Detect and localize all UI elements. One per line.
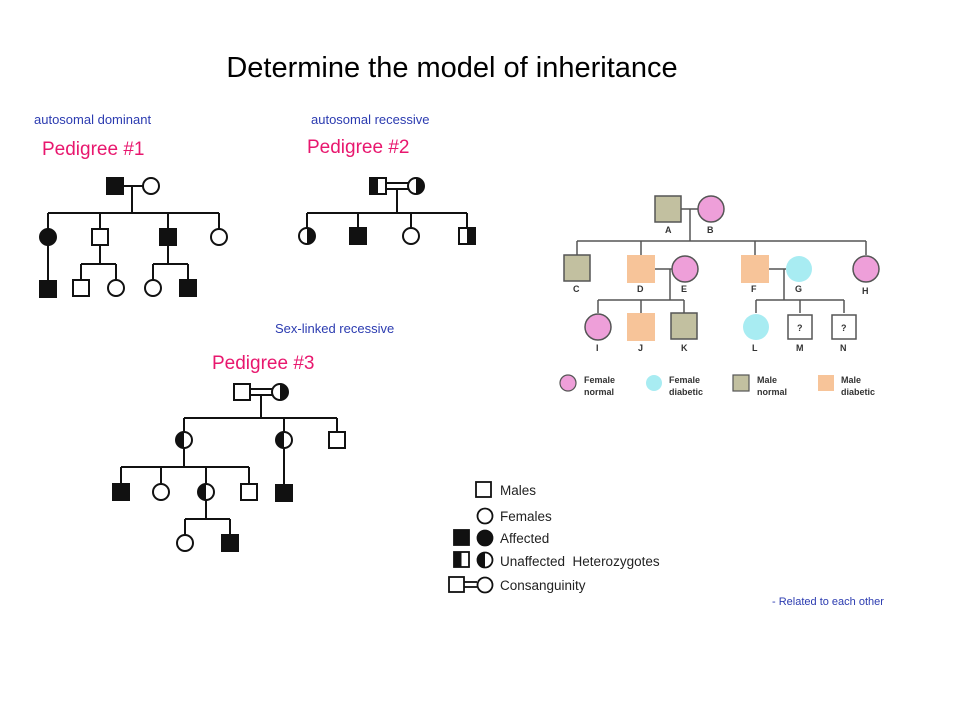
legend-female-normal-line2: normal	[584, 387, 614, 397]
pedigree3-mode: Sex-linked recessive	[275, 321, 395, 336]
pedigree-1	[39, 177, 228, 298]
pedigree1-label: Pedigree #1	[42, 139, 145, 160]
page-title: Determine the model of inheritance	[226, 52, 678, 84]
p3-male-affected	[275, 484, 293, 502]
diabetes-legend: Female normal Female diabetic Male norma…	[559, 374, 875, 397]
label-J: J	[638, 343, 643, 353]
p3-male	[328, 431, 346, 449]
p3-male-affected	[112, 483, 130, 501]
member-B-female-normal	[697, 195, 725, 223]
diabetes-family-tree	[563, 195, 880, 341]
symbol-key	[448, 481, 494, 594]
unknown-mark-N: ?	[841, 323, 847, 333]
p3-female	[152, 483, 170, 501]
member-F-male-diabetic	[741, 255, 769, 283]
member-K-male-normal	[670, 312, 698, 340]
diabetes-tree-labels: A B C D E F G H I J K L M N ? ?	[573, 225, 869, 353]
label-H: H	[862, 286, 869, 296]
legend-male-normal-line2: normal	[757, 387, 787, 397]
p1-male-affected	[159, 228, 177, 246]
member-N-unknown	[831, 314, 857, 340]
label-M: M	[796, 343, 804, 353]
key-consanguinity-female-icon	[476, 576, 494, 594]
p1-male	[91, 228, 109, 246]
pedigree-3	[112, 383, 346, 552]
label-I: I	[596, 343, 599, 353]
member-H-female-normal	[852, 255, 880, 283]
pedigree3-label: Pedigree #3	[212, 353, 315, 374]
member-C-male-normal	[563, 254, 591, 282]
legend-female-diabetic-icon	[646, 375, 662, 391]
legend-male-diabetic-line1: Male	[841, 375, 861, 385]
key-affected-male-icon	[453, 529, 470, 546]
p3-male	[240, 483, 258, 501]
pedigree1-mode: autosomal dominant	[34, 112, 152, 127]
key-consanguinity-male-icon	[448, 576, 465, 593]
pedigree2-mode: autosomal recessive	[311, 112, 430, 127]
unknown-mark-M: ?	[797, 323, 803, 333]
key-heterozygotes-label: Unaffected Heterozygotes	[500, 554, 660, 569]
member-E-female-normal	[671, 255, 699, 283]
legend-male-diabetic-line2: diabetic	[841, 387, 875, 397]
member-J-male-diabetic	[627, 313, 655, 341]
p1-female	[142, 177, 160, 195]
consanguinity-note: - Related to each other	[772, 596, 884, 608]
legend-female-normal-line1: Female	[584, 375, 615, 385]
p1-female-affected	[39, 228, 57, 246]
p1-female	[144, 279, 162, 297]
legend-male-normal-line1: Male	[757, 375, 777, 385]
member-D-male-diabetic	[627, 255, 655, 283]
member-I-female-normal	[584, 313, 612, 341]
key-consanguinity-label: Consanguinity	[500, 578, 586, 593]
p1-male-affected	[106, 177, 124, 195]
legend-male-normal-icon	[732, 374, 750, 392]
symbol-key-labels: Males Females Affected Unaffected Hetero…	[500, 483, 660, 593]
key-males-label: Males	[500, 483, 536, 498]
label-D: D	[637, 284, 644, 294]
member-L-female-diabetic	[743, 314, 769, 340]
label-B: B	[707, 225, 714, 235]
label-E: E	[681, 284, 687, 294]
label-A: A	[665, 225, 672, 235]
pedigree2-label: Pedigree #2	[307, 137, 410, 158]
key-females-label: Females	[500, 509, 552, 524]
legend-female-normal-icon	[559, 374, 577, 392]
p3-female	[176, 534, 194, 552]
label-G: G	[795, 284, 802, 294]
p3-male-affected	[221, 534, 239, 552]
label-C: C	[573, 284, 580, 294]
member-A-male-normal	[654, 195, 682, 223]
key-male-icon	[475, 481, 492, 498]
key-affected-label: Affected	[500, 531, 549, 546]
member-M-unknown	[787, 314, 813, 340]
member-G-female-diabetic	[786, 256, 812, 282]
p1-female	[107, 279, 125, 297]
p2-male-affected	[349, 227, 367, 245]
pedigree-2	[298, 177, 476, 245]
legend-female-diabetic-line1: Female	[669, 375, 700, 385]
p3-male	[233, 383, 251, 401]
p1-female	[210, 228, 228, 246]
key-affected-female-icon	[476, 529, 494, 547]
p1-male	[72, 279, 90, 297]
legend-male-diabetic-icon	[818, 375, 834, 391]
p2-female	[402, 227, 420, 245]
label-F: F	[751, 284, 757, 294]
label-K: K	[681, 343, 688, 353]
label-L: L	[752, 343, 758, 353]
key-female-icon	[476, 507, 494, 525]
p1-male-affected	[179, 279, 197, 297]
label-N: N	[840, 343, 847, 353]
legend-female-diabetic-line2: diabetic	[669, 387, 703, 397]
p1-male-affected	[39, 280, 57, 298]
